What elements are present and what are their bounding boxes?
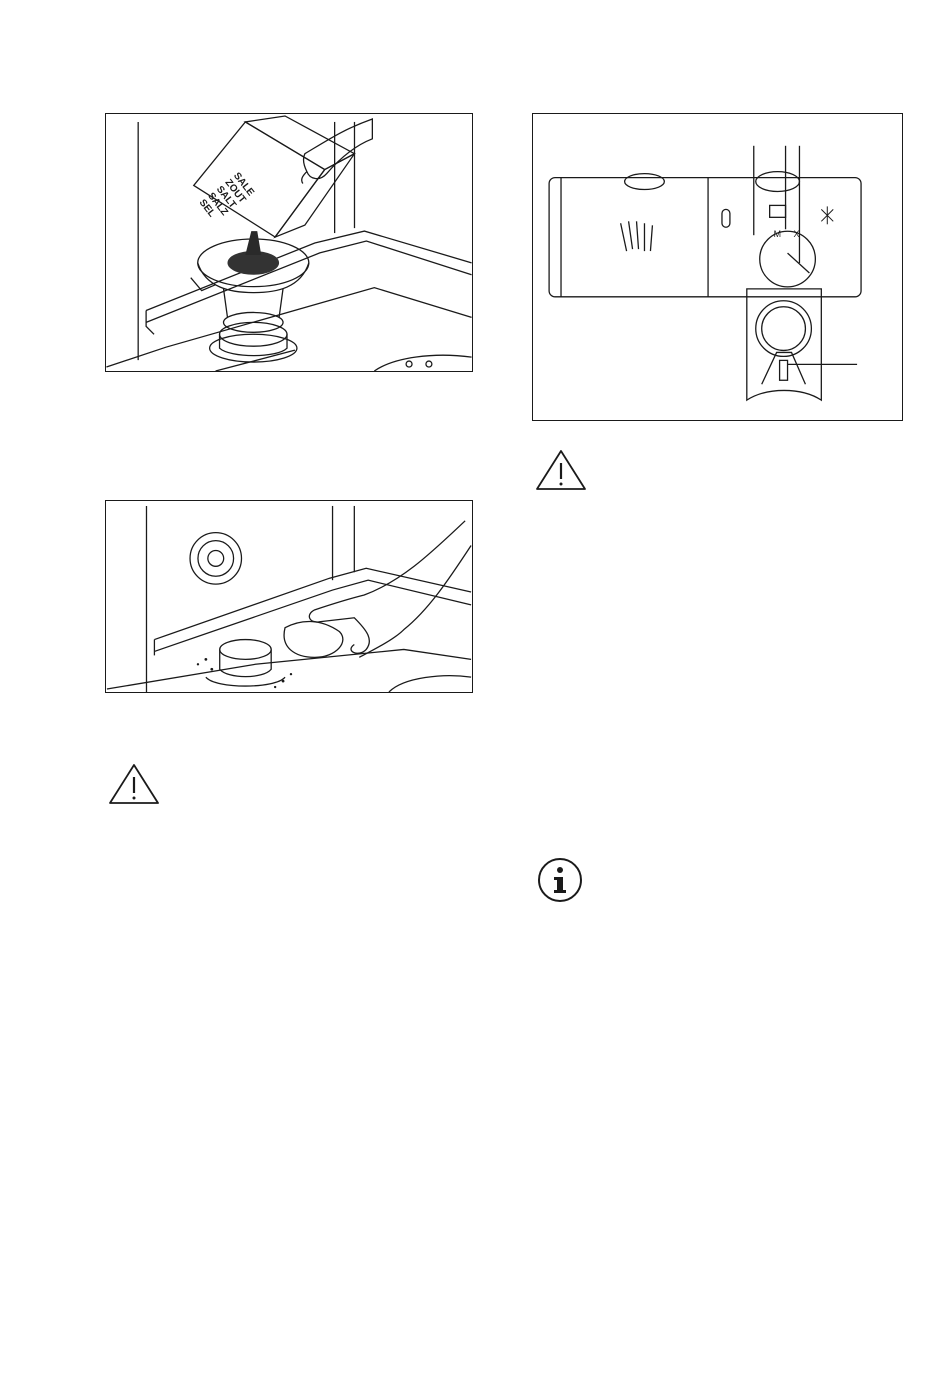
dispenser-drawing: M X: [533, 114, 902, 420]
salt-filling-illustration: SALE ZOUT SALT SALZ SEL: [105, 113, 473, 372]
salt-filling-drawing: SALE ZOUT SALT SALZ SEL: [106, 114, 472, 371]
dispenser-illustration: M X: [532, 113, 903, 421]
info-circle-icon: [537, 857, 583, 903]
salt-cleanup-drawing: [106, 501, 472, 692]
warning-triangle-icon: [108, 762, 160, 806]
salt-cleanup-illustration: [105, 500, 473, 693]
warning-triangle-icon: [535, 448, 587, 492]
dial-mark-m: M: [774, 229, 781, 239]
dial-mark-x: X: [794, 229, 800, 239]
